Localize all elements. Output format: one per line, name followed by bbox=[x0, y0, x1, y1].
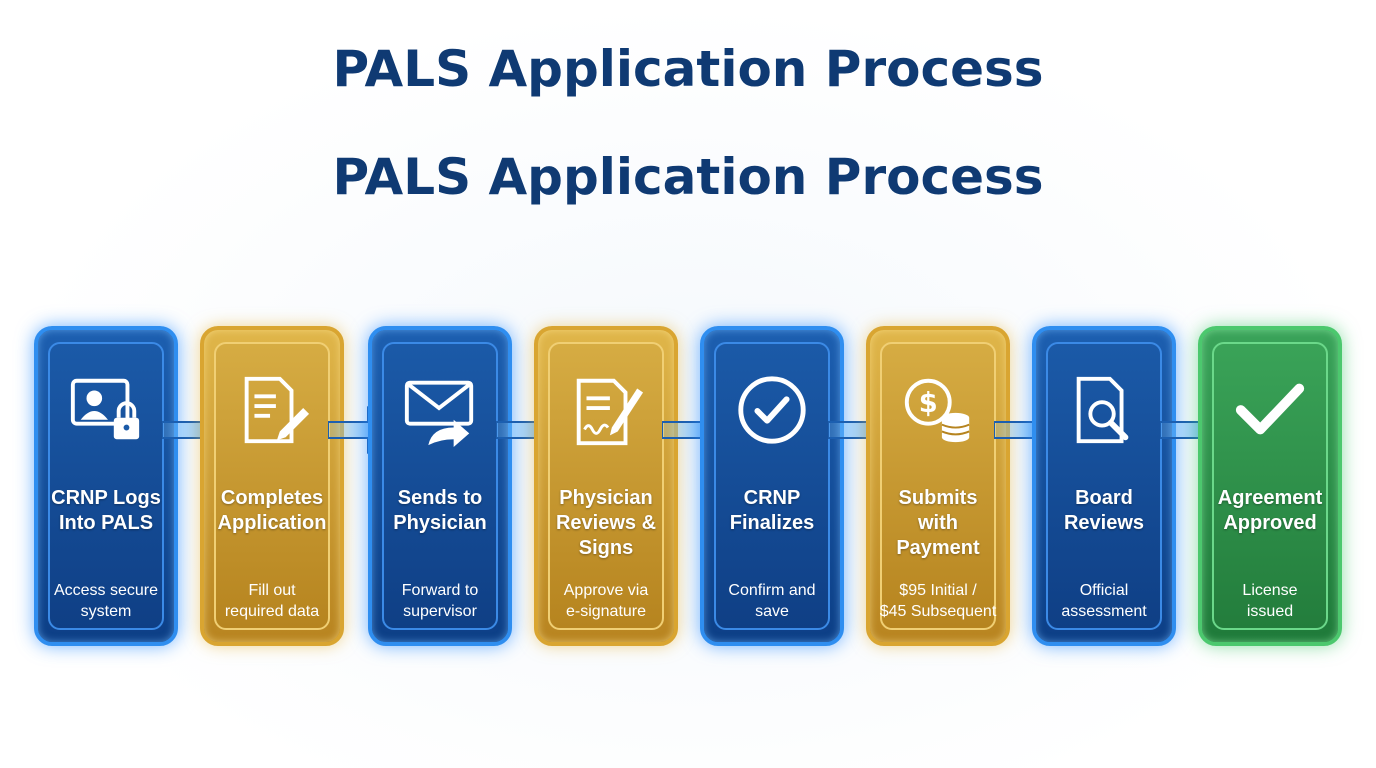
step-card-2: Completes Application Fill out required … bbox=[200, 326, 344, 646]
step-card-1: CRNP Logs Into PALS Access secure system bbox=[34, 326, 178, 646]
step-description: Approve via e-signature bbox=[563, 582, 649, 620]
step-title: CRNP Logs Into PALS bbox=[51, 487, 161, 534]
svg-text:$: $ bbox=[919, 388, 938, 419]
step-card-inner bbox=[714, 342, 830, 630]
step-card-inner bbox=[214, 342, 330, 630]
check-circle-icon bbox=[704, 370, 840, 450]
step-title: Sends to Physician bbox=[393, 487, 487, 534]
step-description: License issued bbox=[1242, 582, 1298, 620]
step-description: Fill out required data bbox=[224, 582, 320, 620]
step-description: Forward to supervisor bbox=[401, 582, 479, 620]
envelope-forward-icon bbox=[372, 370, 508, 450]
step-card-inner bbox=[1046, 342, 1162, 630]
step-card-4: Physician Reviews & Signs Approve via e-… bbox=[534, 326, 678, 646]
step-title: Submits with Payment bbox=[896, 487, 980, 559]
document-search-icon bbox=[1036, 370, 1172, 450]
step-title: Completes Application bbox=[217, 487, 327, 534]
step-description: Official assessment bbox=[1061, 582, 1147, 620]
document-signature-icon bbox=[538, 370, 674, 450]
user-lock-icon bbox=[38, 370, 174, 450]
page-title: PALS Application Process bbox=[332, 40, 1044, 98]
step-description: Confirm and save bbox=[728, 582, 816, 620]
step-card-inner bbox=[880, 342, 996, 630]
step-title: Physician Reviews & Signs bbox=[555, 487, 657, 559]
step-card-inner bbox=[548, 342, 664, 630]
step-card-inner bbox=[48, 342, 164, 630]
step-title: CRNP Finalizes bbox=[729, 487, 815, 534]
step-title: Agreement Approved bbox=[1217, 487, 1323, 534]
step-card-5: CRNP Finalizes Confirm and save bbox=[700, 326, 844, 646]
step-card-inner bbox=[382, 342, 498, 630]
step-description: Access secure system bbox=[53, 582, 159, 620]
step-card-7: Board Reviews Official assessment bbox=[1032, 326, 1176, 646]
document-pen-icon bbox=[204, 370, 340, 450]
step-card-inner bbox=[1212, 342, 1328, 630]
step-description: $95 Initial / $45 Subsequent bbox=[879, 582, 997, 620]
coins-icon: $ bbox=[870, 370, 1006, 450]
process-flow: CRNP Logs Into PALS Access secure system bbox=[0, 322, 1376, 652]
step-card-6: $ Submits with Payment $95 Initial / $45… bbox=[866, 326, 1010, 646]
checkmark-icon bbox=[1202, 370, 1338, 450]
step-card-3: Sends to Physician Forward to supervisor bbox=[368, 326, 512, 646]
step-title: Board Reviews bbox=[1063, 487, 1145, 534]
page-title-repeat: PALS Application Process bbox=[332, 148, 1044, 206]
step-card-8: Agreement Approved License issued bbox=[1198, 326, 1342, 646]
